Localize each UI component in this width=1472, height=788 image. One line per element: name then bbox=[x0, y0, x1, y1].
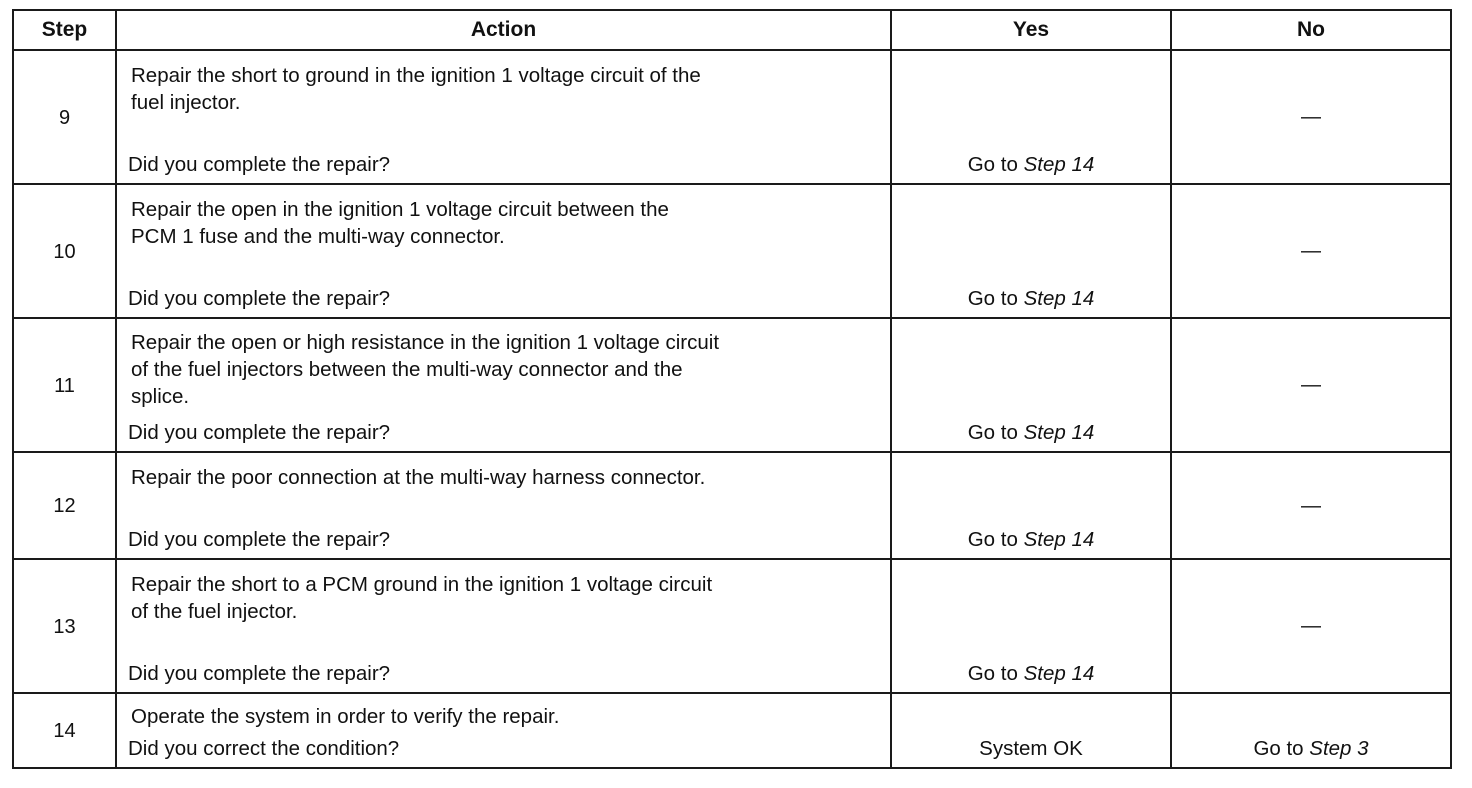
action-line: Operate the system in order to verify th… bbox=[131, 705, 560, 728]
step-reference-link[interactable]: Step 14 bbox=[1023, 421, 1095, 444]
goto-prefix: Go to bbox=[1253, 737, 1304, 760]
action-line: Repair the open in the ignition 1 voltag… bbox=[131, 198, 669, 221]
step-number: 9 bbox=[58, 106, 71, 129]
diagnostic-table: Step Action Yes No 9 Repair the short to… bbox=[12, 9, 1452, 769]
no-cell: — bbox=[1170, 558, 1452, 694]
no-cell: — bbox=[1170, 183, 1452, 319]
header-yes: Yes bbox=[890, 9, 1172, 51]
goto-prefix: Go to bbox=[967, 528, 1018, 551]
header-row: Step Action Yes No bbox=[12, 9, 1452, 51]
yes-result: System OK bbox=[979, 737, 1083, 760]
no-result-dash: — bbox=[1301, 494, 1321, 517]
table-row-step-11: 11 Repair the open or high resistance in… bbox=[12, 317, 1452, 453]
step-number-cell: 9 bbox=[12, 49, 117, 185]
step-number: 12 bbox=[53, 495, 76, 517]
goto-prefix: Go to bbox=[967, 153, 1018, 176]
yes-result: Go to Step 14 bbox=[892, 285, 1170, 312]
step-reference-link[interactable]: Step 14 bbox=[1023, 287, 1095, 310]
step-number: 10 bbox=[53, 240, 76, 263]
action-cell: Repair the short to ground in the igniti… bbox=[115, 49, 892, 185]
step-number-cell: 12 bbox=[12, 451, 117, 560]
no-result-dash: — bbox=[1301, 240, 1321, 262]
yes-cell: Go to Step 14 bbox=[890, 451, 1172, 560]
action-line: splice. bbox=[131, 385, 190, 408]
action-question: Did you correct the condition? bbox=[128, 737, 400, 760]
goto-prefix: Go to bbox=[967, 662, 1018, 685]
action-line: Repair the poor connection at the multi-… bbox=[131, 466, 706, 489]
action-question: Did you complete the repair? bbox=[128, 662, 391, 685]
action-line: Repair the short to a PCM ground in the … bbox=[131, 573, 713, 596]
action-line: of the fuel injector. bbox=[131, 600, 298, 623]
no-result-dash: — bbox=[1301, 374, 1321, 396]
header-action: Action bbox=[115, 9, 892, 51]
action-line: Repair the short to ground in the igniti… bbox=[131, 64, 701, 87]
action-line: Repair the open or high resistance in th… bbox=[131, 331, 720, 354]
goto-prefix: Go to bbox=[967, 421, 1018, 444]
action-instruction: Repair the poor connection at the multi-… bbox=[131, 464, 870, 491]
action-cell: Repair the poor connection at the multi-… bbox=[115, 451, 892, 560]
action-instruction: Repair the open in the ignition 1 voltag… bbox=[131, 196, 870, 250]
action-cell: Repair the short to a PCM ground in the … bbox=[115, 558, 892, 694]
no-cell: Go to Step 3 bbox=[1170, 692, 1452, 769]
action-instruction: Repair the open or high resistance in th… bbox=[131, 329, 870, 410]
action-cell: Repair the open or high resistance in th… bbox=[115, 317, 892, 453]
no-cell: — bbox=[1170, 317, 1452, 453]
step-number-cell: 11 bbox=[12, 317, 117, 453]
action-instruction: Repair the short to a PCM ground in the … bbox=[131, 571, 870, 625]
action-line: fuel injector. bbox=[131, 91, 241, 114]
header-step: Step bbox=[12, 9, 117, 51]
yes-cell: Go to Step 14 bbox=[890, 317, 1172, 453]
yes-result: Go to Step 14 bbox=[892, 660, 1170, 687]
action-question: Did you complete the repair? bbox=[128, 287, 391, 310]
no-result: Go to Step 3 bbox=[1172, 735, 1450, 762]
header-no: No bbox=[1170, 9, 1452, 51]
step-number: 13 bbox=[53, 615, 76, 638]
yes-cell: Go to Step 14 bbox=[890, 49, 1172, 185]
no-cell: — bbox=[1170, 49, 1452, 185]
table-row-step-14: 14 Operate the system in order to verify… bbox=[12, 692, 1452, 769]
no-result-dash: — bbox=[1301, 106, 1321, 128]
table-row-step-10: 10 Repair the open in the ignition 1 vol… bbox=[12, 183, 1452, 319]
action-cell: Operate the system in order to verify th… bbox=[115, 692, 892, 769]
step-reference-link[interactable]: Step 14 bbox=[1023, 662, 1095, 685]
action-question: Did you complete the repair? bbox=[128, 421, 391, 444]
yes-result: Go to Step 14 bbox=[892, 419, 1170, 446]
action-instruction: Repair the short to ground in the igniti… bbox=[131, 62, 870, 116]
yes-cell: Go to Step 14 bbox=[890, 183, 1172, 319]
yes-result: Go to Step 14 bbox=[892, 526, 1170, 553]
yes-cell: Go to Step 14 bbox=[890, 558, 1172, 694]
action-question: Did you complete the repair? bbox=[128, 528, 391, 551]
step-number: 11 bbox=[54, 374, 75, 397]
step-number-cell: 10 bbox=[12, 183, 117, 319]
action-line: of the fuel injectors between the multi-… bbox=[131, 358, 683, 381]
action-question: Did you complete the repair? bbox=[128, 153, 391, 176]
step-reference-link[interactable]: Step 14 bbox=[1023, 528, 1095, 551]
goto-prefix: Go to bbox=[967, 287, 1018, 310]
no-result-dash: — bbox=[1301, 615, 1321, 637]
action-instruction: Operate the system in order to verify th… bbox=[131, 703, 870, 730]
action-line: PCM 1 fuse and the multi-way connector. bbox=[131, 225, 505, 248]
step-number-cell: 13 bbox=[12, 558, 117, 694]
step-number-cell: 14 bbox=[12, 692, 117, 769]
no-cell: — bbox=[1170, 451, 1452, 560]
step-reference-link[interactable]: Step 14 bbox=[1023, 153, 1095, 176]
yes-result: Go to Step 14 bbox=[892, 151, 1170, 178]
table-row-step-12: 12 Repair the poor connection at the mul… bbox=[12, 451, 1452, 560]
action-cell: Repair the open in the ignition 1 voltag… bbox=[115, 183, 892, 319]
step-reference-link[interactable]: Step 3 bbox=[1309, 737, 1369, 760]
table-row-step-9: 9 Repair the short to ground in the igni… bbox=[12, 49, 1452, 185]
yes-cell: System OK bbox=[890, 692, 1172, 769]
step-number: 14 bbox=[53, 720, 76, 742]
table-row-step-13: 13 Repair the short to a PCM ground in t… bbox=[12, 558, 1452, 694]
